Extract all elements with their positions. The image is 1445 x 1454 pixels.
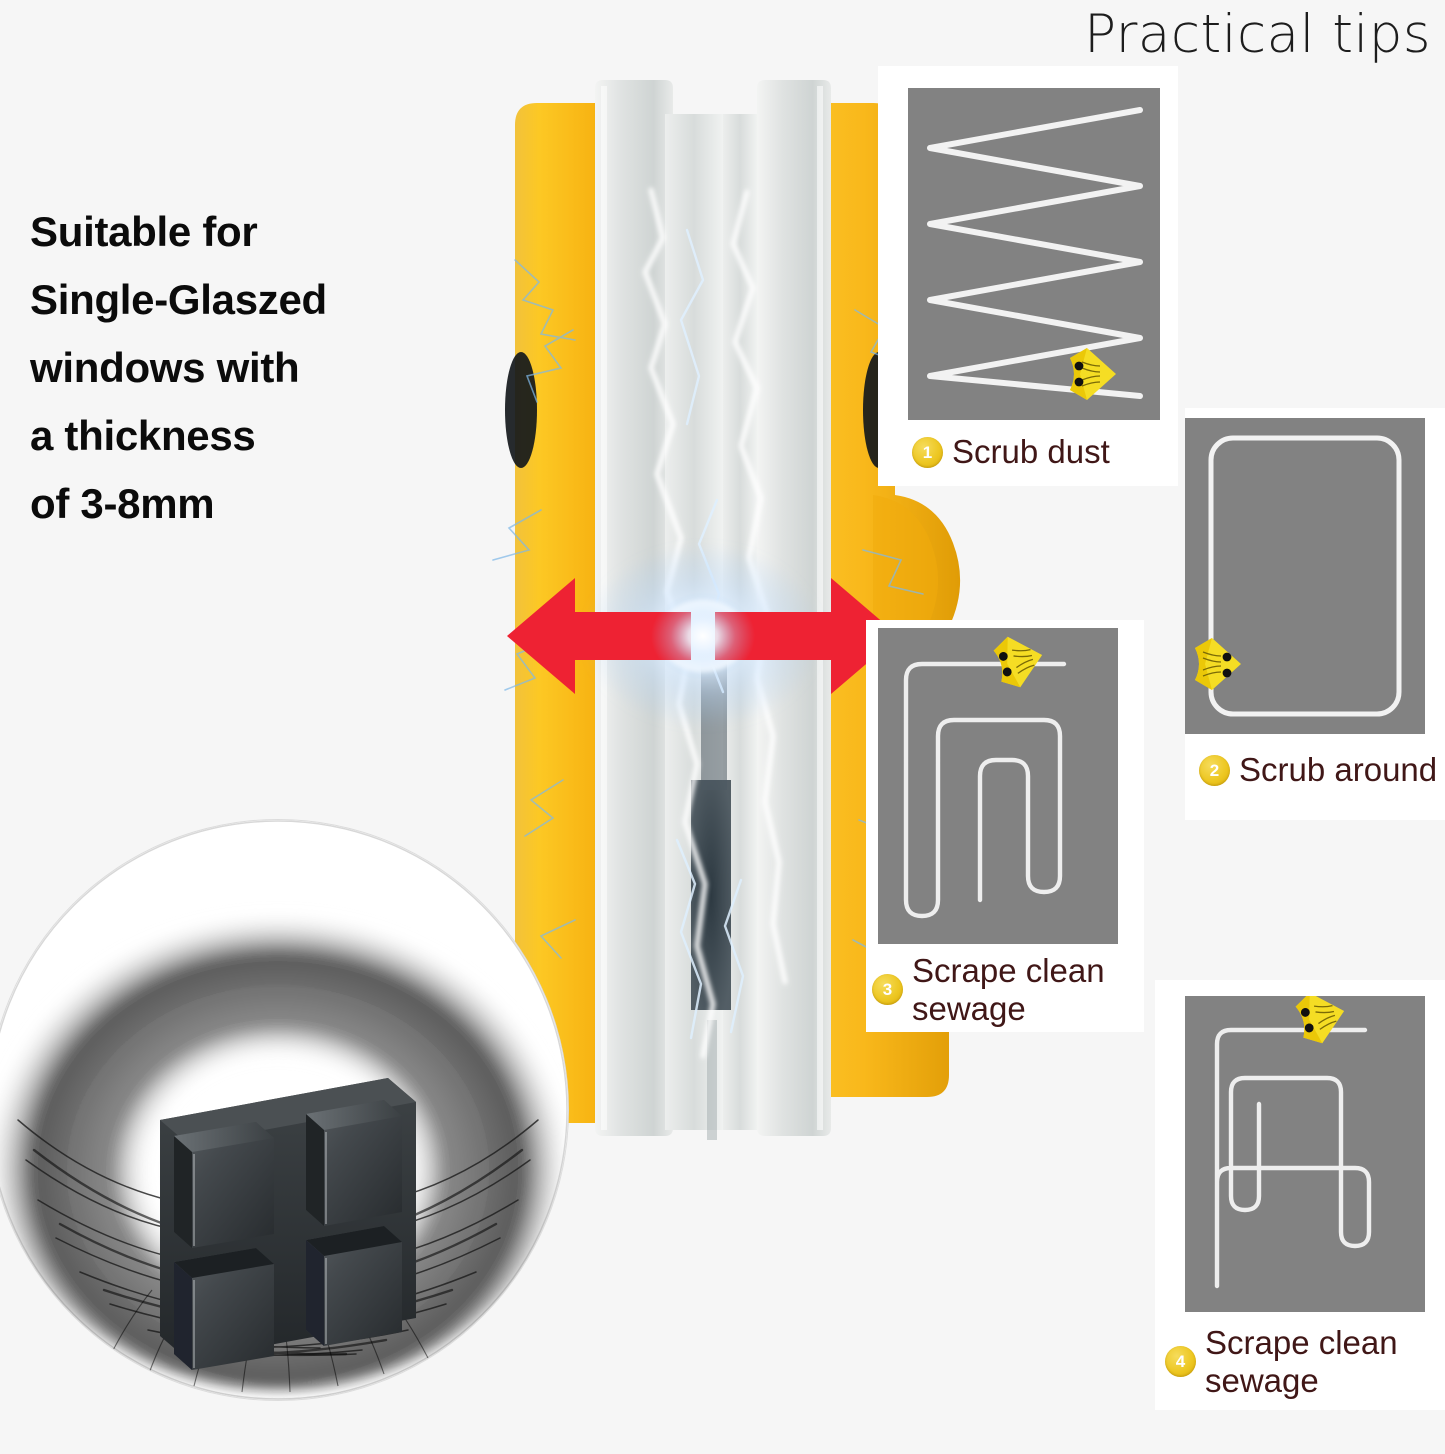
tip-text-3-line-1: Scrape clean bbox=[912, 952, 1105, 989]
page-title: Suitable for Single-Glaszed windows with… bbox=[30, 198, 470, 538]
tip-panel-spiral bbox=[878, 628, 1118, 944]
headline-line-2: Single-Glaszed bbox=[30, 276, 327, 324]
tip-badge-1: 1 bbox=[912, 436, 943, 468]
tip-text-3: Scrape clean sewage bbox=[912, 952, 1105, 1027]
squeegee-tool-icon bbox=[983, 634, 1045, 690]
tip-card-4: 4 Scrape clean sewage bbox=[1155, 980, 1445, 1410]
tip-badge-3: 3 bbox=[872, 974, 903, 1006]
product-illustration bbox=[455, 80, 975, 1170]
headline-line-3: windows with bbox=[30, 344, 300, 392]
tip-panel-spiral bbox=[1185, 996, 1425, 1312]
squeegee-tool-icon bbox=[1056, 346, 1118, 402]
tip-card-1: 1 Scrub dust bbox=[878, 66, 1178, 486]
headline-line-1: Suitable for bbox=[30, 208, 258, 255]
tip-text-4: Scrape clean sewage bbox=[1205, 1324, 1398, 1399]
tip-badge-4: 4 bbox=[1165, 1346, 1196, 1378]
tip-label-4: 4 Scrape clean sewage bbox=[1165, 1324, 1398, 1399]
tip-text-1: Scrub dust bbox=[952, 433, 1110, 470]
tip-text-4-line-1: Scrape clean bbox=[1205, 1324, 1398, 1361]
tip-label-2: 2 Scrub around bbox=[1199, 751, 1438, 789]
tip-label-1: 1 Scrub dust bbox=[912, 433, 1110, 471]
headline-line-5: of 3-8mm bbox=[30, 480, 215, 528]
tip-panel-zigzag bbox=[908, 88, 1160, 420]
tip-card-2: 2 Scrub around bbox=[1185, 408, 1445, 820]
tip-text-2: Scrub around bbox=[1239, 751, 1438, 788]
tip-text-3-line-2: sewage bbox=[912, 989, 1026, 1027]
tip-label-3: 3 Scrape clean sewage bbox=[872, 952, 1105, 1027]
magnet-detail-inset bbox=[0, 820, 568, 1400]
tip-card-3: 3 Scrape clean sewage bbox=[866, 620, 1144, 1032]
tip-badge-2: 2 bbox=[1199, 754, 1230, 786]
tip-text-4-line-2: sewage bbox=[1205, 1361, 1319, 1399]
headline-line-4: a thickness bbox=[30, 412, 256, 460]
tips-section-title: Practical tips bbox=[1084, 4, 1431, 65]
tip-panel-outline bbox=[1185, 418, 1425, 734]
squeegee-tool-icon bbox=[1185, 636, 1243, 692]
squeegee-tool-icon bbox=[1285, 996, 1347, 1046]
